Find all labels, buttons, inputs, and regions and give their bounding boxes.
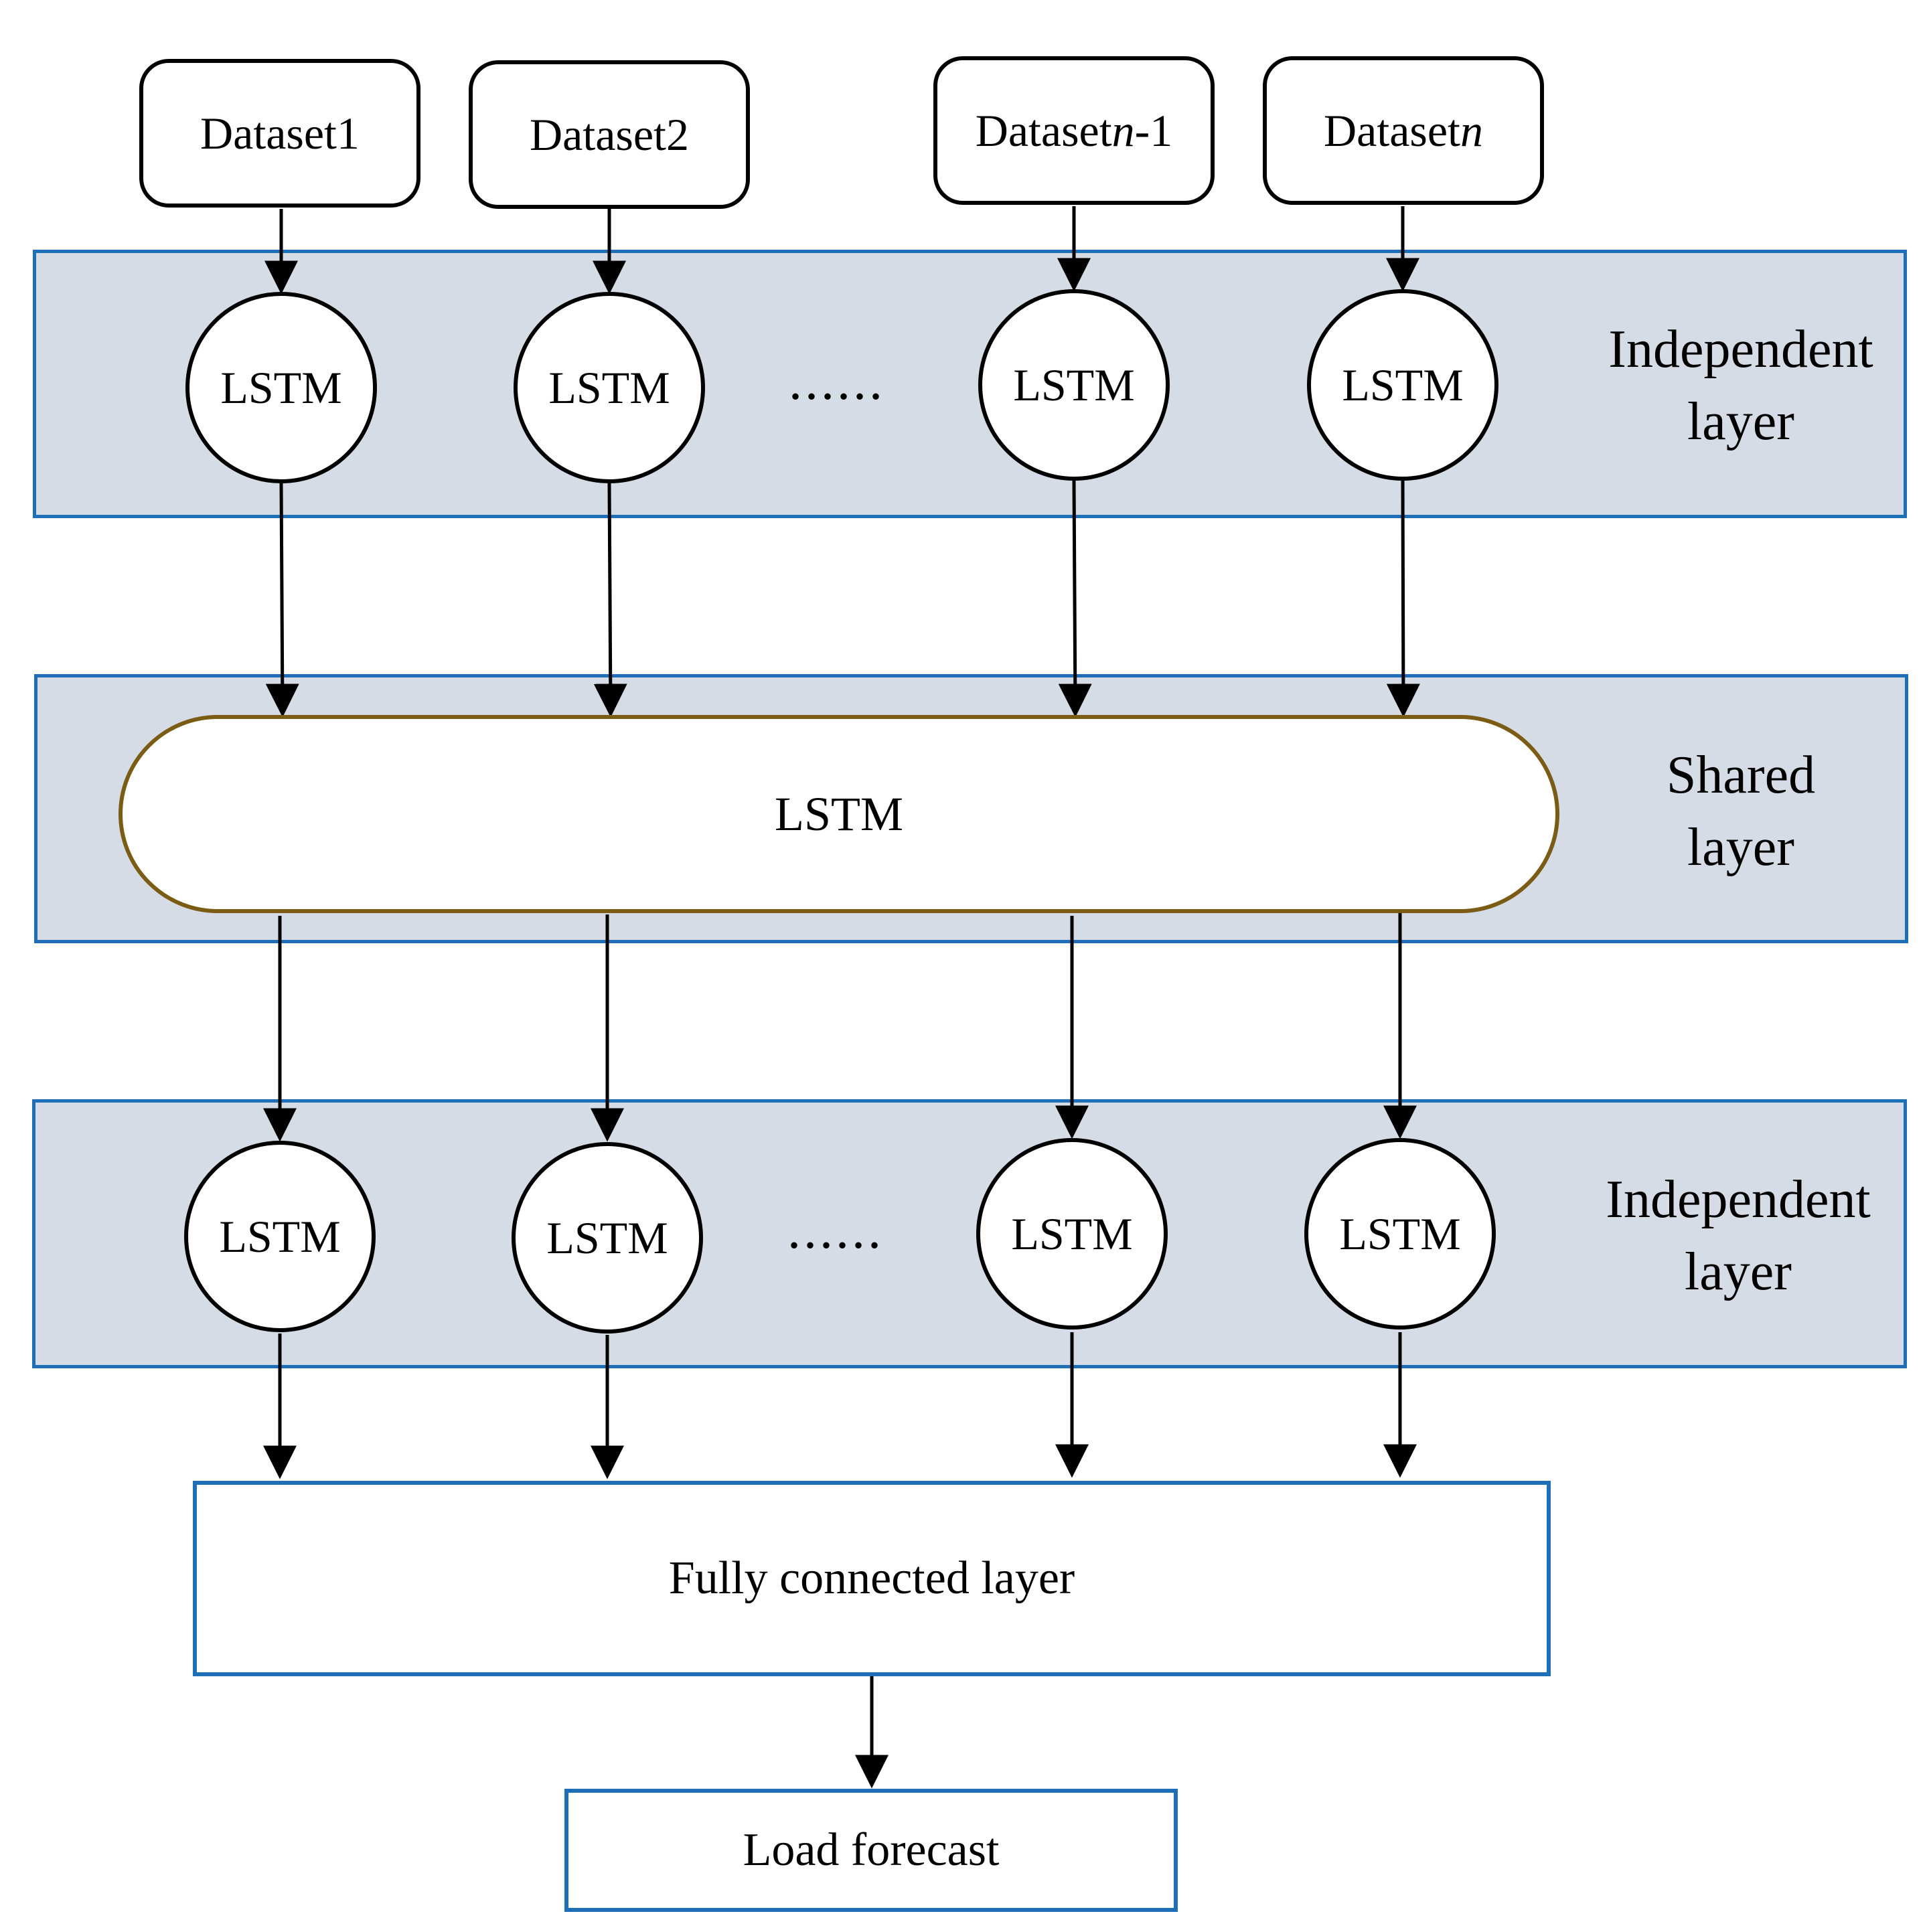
top-lstm-node-1: LSTM — [185, 292, 377, 483]
top-lstm-node-4: LSTM — [1307, 289, 1498, 481]
fully-connected-layer-box: Fully connected layer — [193, 1481, 1551, 1676]
shared-lstm-node: LSTM — [119, 715, 1559, 913]
top-ellipsis: ...... — [789, 351, 885, 411]
load-forecast-label: Load forecast — [743, 1824, 1000, 1876]
arrow-top-lstm3-to-shared — [1058, 480, 1092, 718]
bottom-lstm-node-1: LSTM — [184, 1141, 376, 1332]
dataset-1-prefix: Dataset — [200, 107, 337, 159]
dataset-2-prefix: Dataset — [530, 108, 666, 160]
dataset-n-minus-1-prefix: Dataset — [975, 104, 1112, 156]
bottom-lstm-node-2: LSTM — [512, 1142, 703, 1334]
dataset-n-box: Dataset n — [1263, 56, 1544, 205]
independent-layer-bottom-label-line1: Independent — [1606, 1170, 1871, 1229]
dataset-2-box: Dataset 2 — [469, 60, 750, 209]
dataset-n-prefix: Dataset — [1324, 104, 1460, 156]
independent-layer-top-label-line1: Independent — [1608, 320, 1873, 379]
shared-layer-label-line1: Shared — [1666, 746, 1816, 805]
dataset-n-var: n — [1460, 104, 1483, 156]
arrow-top-lstm2-to-shared — [593, 483, 627, 718]
bottom-lstm-node-4: LSTM — [1304, 1138, 1496, 1330]
independent-layer-top-label-line2: layer — [1687, 392, 1794, 451]
load-forecast-box: Load forecast — [564, 1789, 1178, 1912]
dataset-n-minus-1-var: n — [1111, 104, 1135, 156]
shared-layer-label-line2: layer — [1687, 818, 1794, 877]
bottom-lstm-node-3: LSTM — [976, 1138, 1168, 1330]
independent-layer-top-label: Independent layer — [1573, 313, 1908, 458]
bottom-ellipsis: ...... — [787, 1200, 884, 1260]
independent-layer-bottom-label-line2: layer — [1685, 1242, 1792, 1301]
dataset-n-minus-1-suffix: -1 — [1134, 104, 1173, 156]
dataset-1-suffix: 1 — [336, 107, 360, 159]
arrow-top-lstm1-to-shared — [265, 483, 299, 718]
dataset-1-box: Dataset 1 — [139, 59, 420, 208]
dataset-2-suffix: 2 — [666, 108, 689, 160]
top-lstm-node-2: LSTM — [514, 292, 705, 483]
independent-layer-bottom-label: Independent layer — [1571, 1163, 1906, 1308]
shared-layer-label: Shared layer — [1573, 739, 1908, 884]
fully-connected-layer-label: Fully connected layer — [668, 1552, 1075, 1604]
dataset-n-minus-1-box: Dataset n-1 — [933, 56, 1215, 205]
top-lstm-node-3: LSTM — [978, 289, 1170, 481]
